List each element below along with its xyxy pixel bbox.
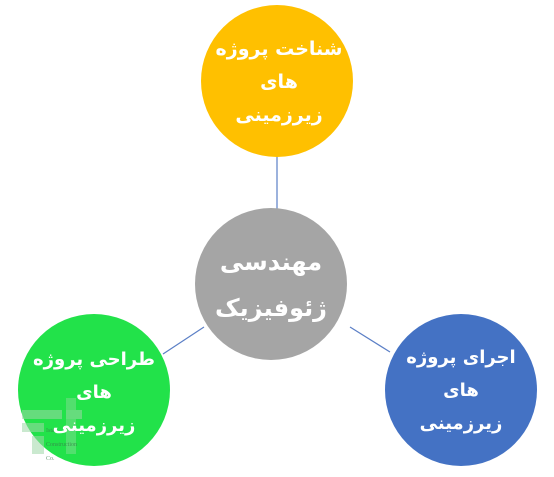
watermark-line: Co. xyxy=(46,456,55,462)
node-left-label: طراحی پروژه های زیرزمینی xyxy=(14,322,174,462)
node-left-line-1: طراحی پروژه xyxy=(33,348,155,370)
node-right-circle xyxy=(385,314,537,466)
watermark-logo-icon xyxy=(22,398,82,454)
connector-right xyxy=(349,326,391,353)
node-center-line-1: مهندسی xyxy=(219,248,323,276)
node-top-line-3: زیرزمینی xyxy=(235,103,323,126)
node-right-label: اجرای پروژه های زیرزمینی xyxy=(381,320,541,460)
node-top-circle xyxy=(201,5,353,157)
node-left-line-3: زیرزمینی xyxy=(52,414,136,436)
node-center-circle xyxy=(195,208,347,360)
node-top-label: شناخت پروژه های زیرزمینی xyxy=(199,12,359,152)
watermark-text: Istan Construction Co. xyxy=(43,421,77,463)
node-right-line-3: زیرزمینی xyxy=(419,412,503,434)
node-left-circle xyxy=(18,314,170,466)
node-top-line-1: شناخت پروژه xyxy=(215,37,343,60)
node-right-line-1: اجرای پروژه xyxy=(406,346,516,368)
watermark-line: Istan xyxy=(46,428,58,434)
node-center-label: مهندسی ژئوفیزیک xyxy=(195,220,347,350)
node-top-line-2: های xyxy=(260,70,298,93)
node-left-line-2: های xyxy=(76,381,112,403)
connector-left xyxy=(162,326,205,355)
node-center-line-2: ژئوفیزیک xyxy=(215,294,327,322)
watermark-line: Construction xyxy=(46,442,77,448)
node-right-line-2: های xyxy=(443,379,479,401)
